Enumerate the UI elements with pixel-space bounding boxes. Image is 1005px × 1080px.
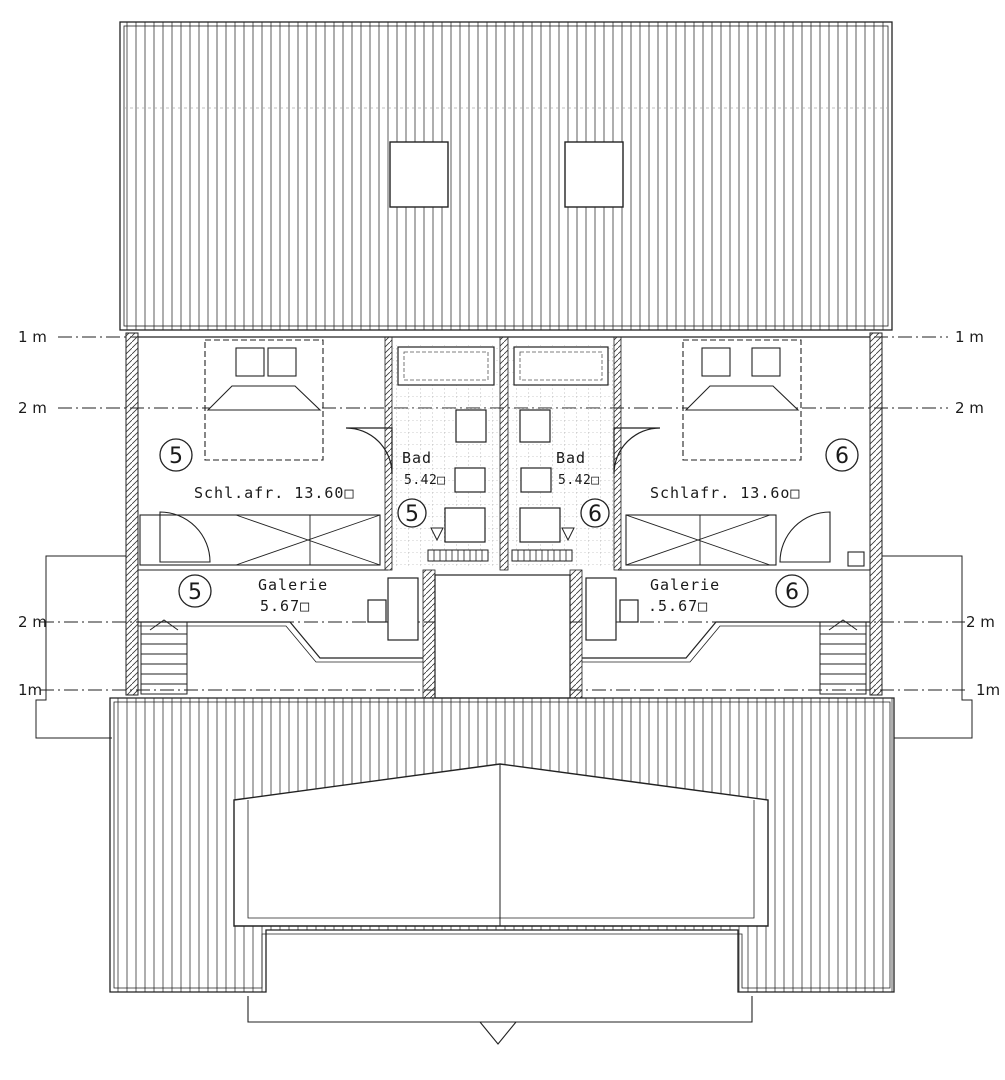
lower-roof (109, 697, 895, 1045)
unit-6-marker-gallery: 6 (785, 580, 799, 605)
level-label-1m-lower-left: 1m (18, 681, 42, 699)
level-labels: 1 m 1 m 2 m 2 m 2 m 2 m 1m 1m (18, 328, 1000, 699)
bath-5-label: Bad (402, 449, 432, 467)
gallery-6-area: .5.67□ (648, 597, 708, 615)
bedroom-5-furniture (139, 339, 381, 566)
unit-5-marker-gallery: 5 (188, 580, 202, 605)
level-label-1m-right: 1 m (955, 328, 984, 346)
level-label-1m-left: 1 m (18, 328, 47, 346)
upper-roof (119, 21, 893, 331)
roof-window-right (564, 141, 624, 208)
bath-6-label: Bad (556, 449, 586, 467)
galleries (138, 577, 870, 663)
level-label-2m-right: 2 m (955, 399, 984, 417)
bedroom-5-label: Schl.afr. 13.60□ (194, 484, 355, 502)
roof-window-left (389, 141, 449, 208)
unit-6-marker-bedroom: 6 (835, 444, 849, 469)
gallery-6-label: Galerie (650, 576, 720, 594)
level-label-1m-lower-right: 1m (976, 681, 1000, 699)
bathrooms (392, 345, 614, 567)
stairs (140, 619, 867, 695)
level-label-2m-lower-right: 2 m (966, 613, 995, 631)
roof-terrace-opening (233, 763, 769, 927)
bedroom-6-label: Schlafr. 13.6o□ (650, 484, 800, 502)
stair-void (434, 574, 571, 699)
level-label-2m-lower-left: 2 m (18, 613, 47, 631)
level-label-2m-left: 2 m (18, 399, 47, 417)
unit-markers (159, 438, 859, 608)
exterior-walls (125, 332, 883, 696)
unit-5-marker-bath: 5 (405, 502, 419, 527)
unit-5-marker-bedroom: 5 (169, 444, 183, 469)
central-walls (384, 336, 622, 699)
bath-5-area: 5.42□ (404, 473, 446, 488)
bath-6-area: 5.42□ (558, 473, 600, 488)
gallery-5-label: Galerie (258, 576, 328, 594)
bath-doors (345, 427, 661, 475)
unit-6-marker-bath: 6 (588, 502, 602, 527)
bedroom-6-furniture (625, 339, 865, 567)
gallery-5-area: 5.67□ (260, 597, 310, 615)
side-extensions (35, 555, 973, 739)
